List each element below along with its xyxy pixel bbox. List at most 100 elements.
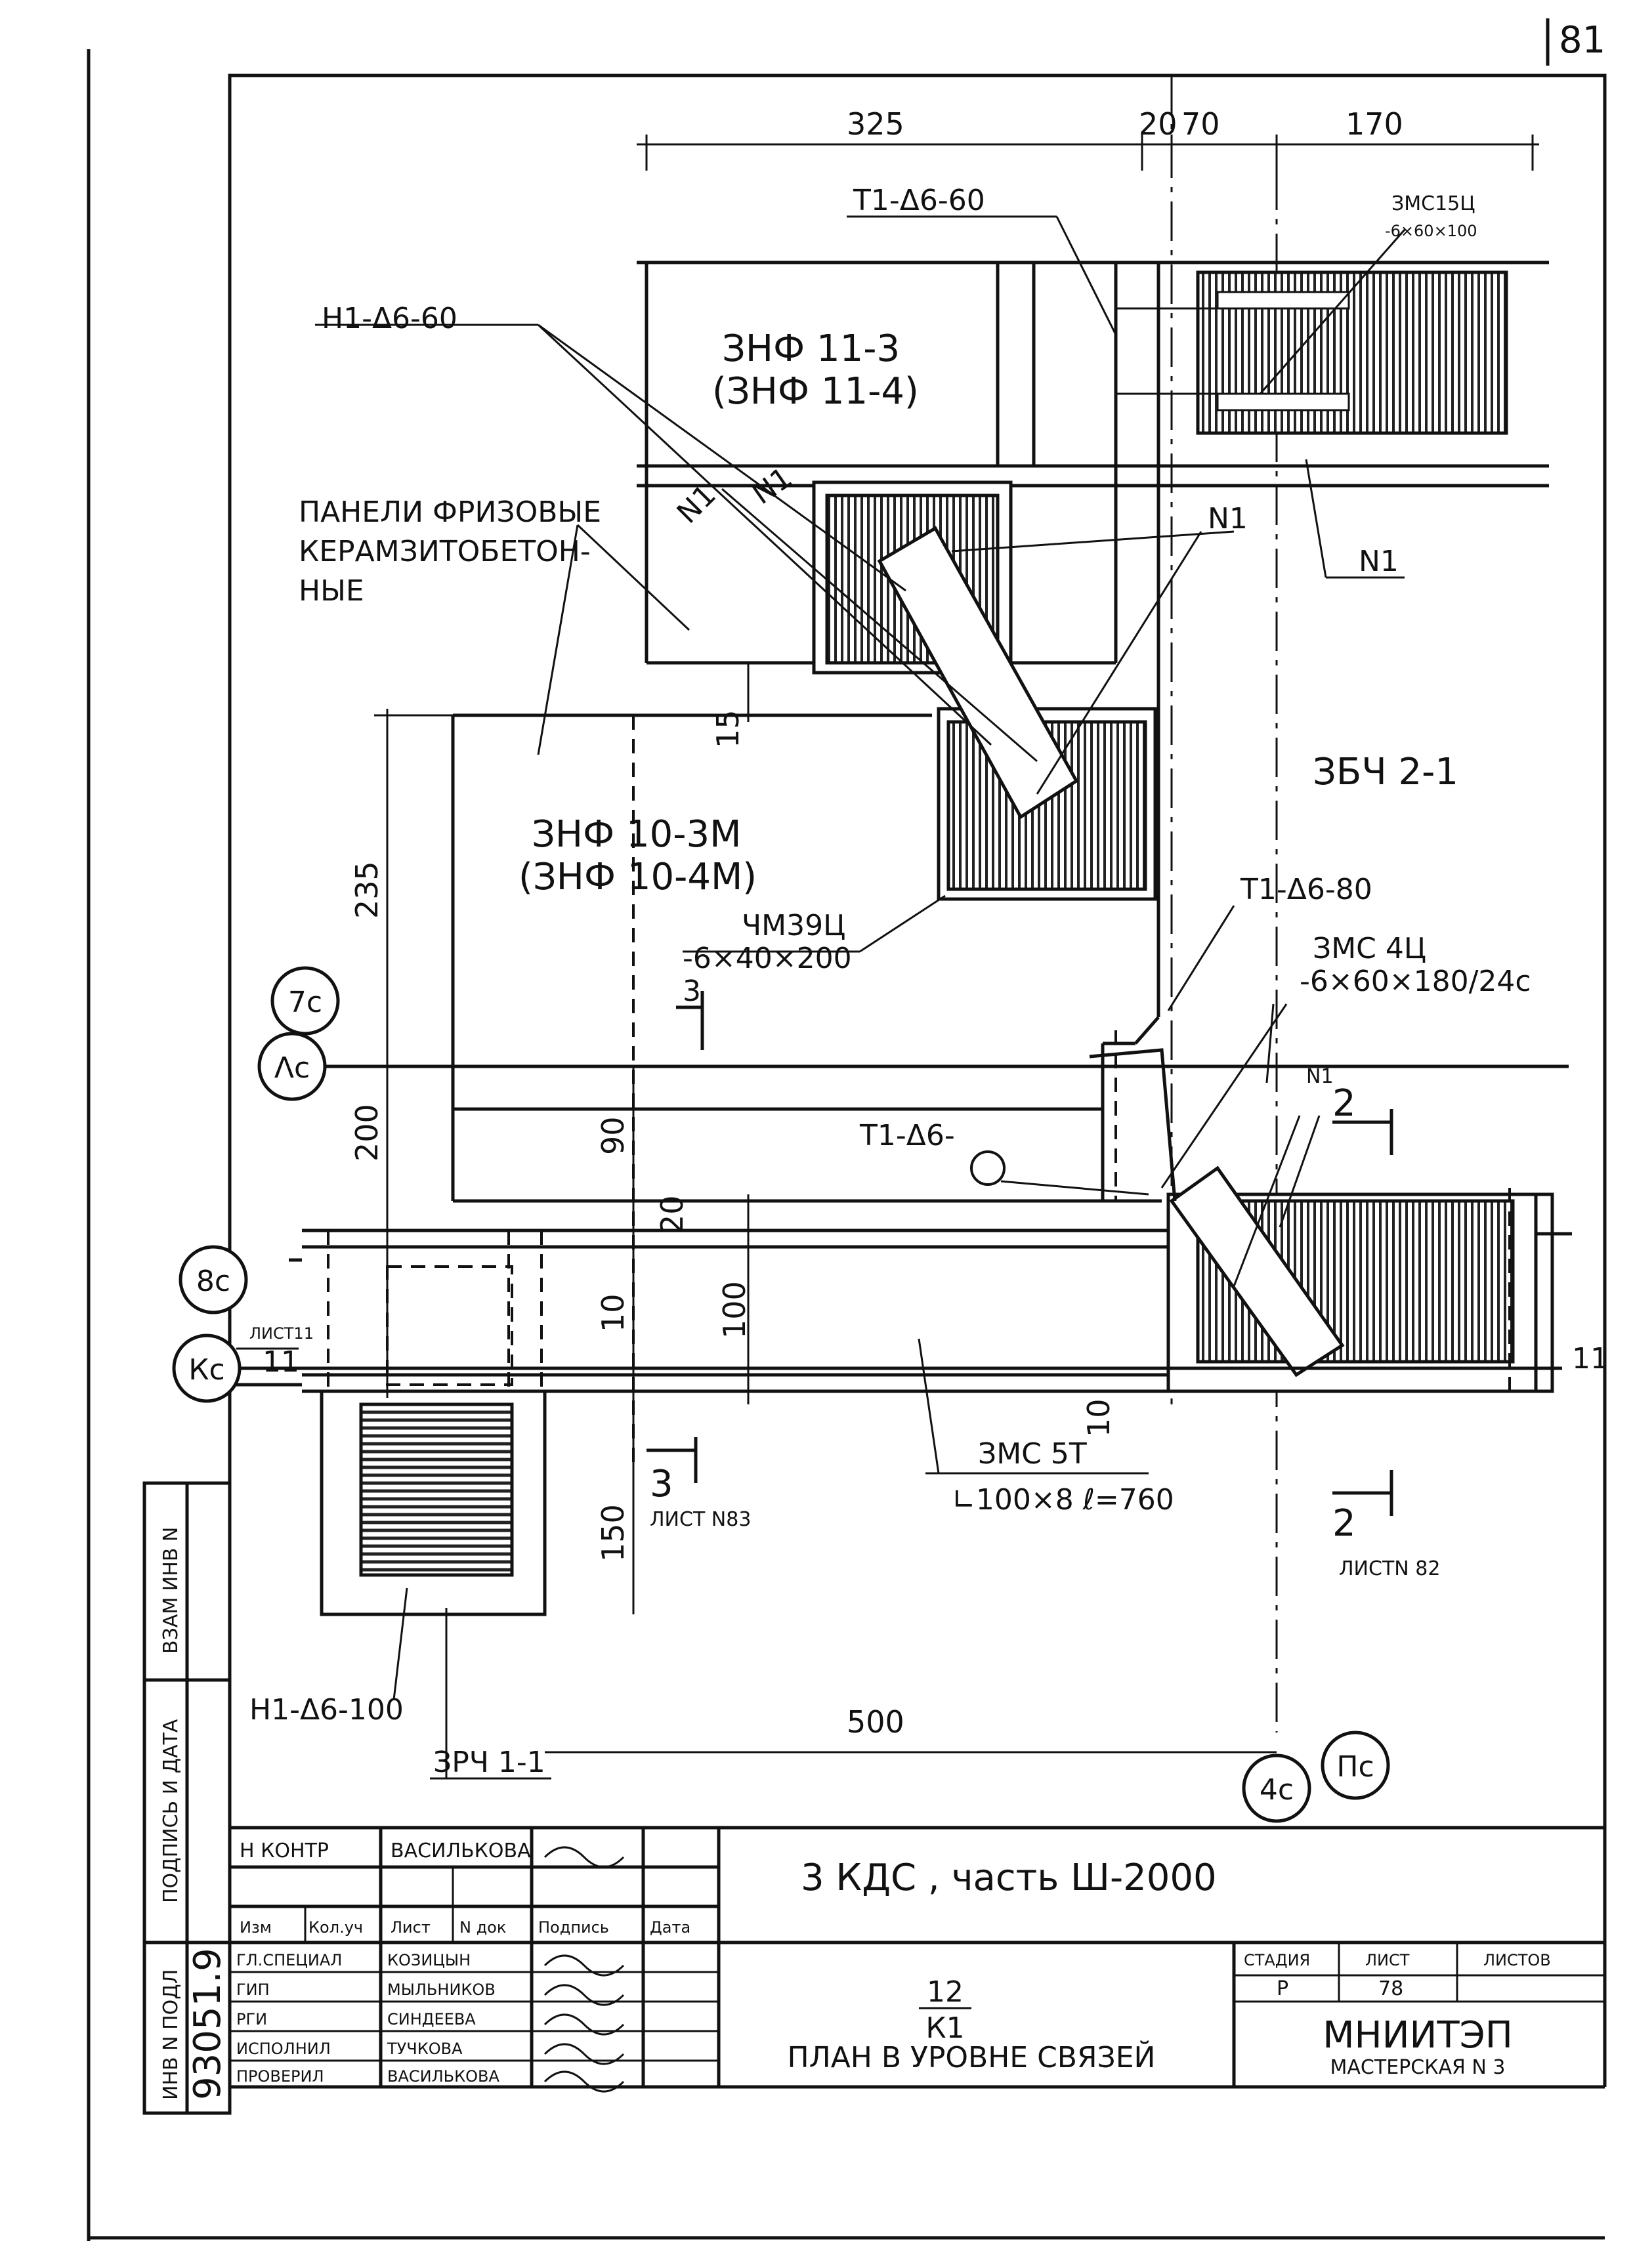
bottom-dimension: 500	[545, 1704, 1277, 1754]
tb-role-5: ПРОВЕРИЛ	[236, 2067, 324, 2086]
axis-lines	[236, 1064, 1569, 1387]
axis-bubble-kc: Кс	[172, 1334, 242, 1403]
label-n1-e: N1	[1306, 1065, 1334, 1088]
dim-200: 200	[349, 1104, 385, 1162]
label-n1-d6-100: Н1-Δ6-100	[249, 1693, 404, 1727]
top-dimension: 325 20 70 170	[637, 106, 1539, 171]
label-zrch: ЗРЧ 1-1	[433, 1746, 545, 1779]
axis-bubble-lc: Λс	[257, 1032, 327, 1101]
label-sheet-83: ЛИСТ N83	[650, 1508, 751, 1531]
tb-name-4: ТУЧКОВА	[387, 2040, 463, 2058]
signature-mark	[543, 1954, 625, 1977]
dim-170: 170	[1346, 106, 1403, 142]
axis-bubble-7c: 7с	[270, 966, 340, 1036]
label-panels-line2: КЕРАМЗИТОБЕТОН-	[299, 535, 591, 568]
lower-beam	[302, 1048, 1572, 1616]
label-znf11-4: (ЗНФ 11-4)	[712, 370, 919, 413]
label-n1-c: N1	[1208, 502, 1248, 536]
tb-workshop: МАСТЕРСКАЯ N 3	[1330, 2056, 1506, 2079]
svg-text:Пс: Пс	[1336, 1750, 1374, 1784]
tb-role-4: ИСПОЛНИЛ	[236, 2040, 331, 2058]
section-2-right: 2	[1332, 1082, 1356, 1125]
tb-name-5: ВАСИЛЬКОВА	[387, 2067, 500, 2086]
tb-n-kontr-name: ВАСИЛЬКОВА	[391, 1839, 531, 1862]
label-znf10-3: ЗНФ 10-3М	[532, 813, 741, 856]
tb-drawing-title: ПЛАН В УРОВНЕ СВЯЗЕЙ	[788, 2040, 1156, 2074]
tb-sheet: 78	[1378, 1977, 1403, 2000]
stamp-podpis: ПОДПИСЬ И ДАТА	[159, 1719, 182, 1903]
label-znf11-3: ЗНФ 11-3	[722, 327, 900, 370]
label-n1-b: N1	[746, 461, 798, 511]
label-zmc15: ЗМС15Ц	[1391, 192, 1475, 215]
leader-lines	[315, 215, 1406, 1780]
middle-frieze-panel	[451, 713, 1162, 1470]
tb-hdr-podpis: Подпись	[538, 1918, 609, 1937]
left-dimension-chain: 235 200	[349, 709, 459, 1398]
tb-stage: Р	[1277, 1977, 1288, 2000]
dim-90: 90	[595, 1116, 631, 1155]
svg-text:Λс: Λс	[274, 1051, 310, 1085]
tb-drawing-no: 12	[927, 1975, 964, 2009]
label-zmc57: ЗМС 5Т	[978, 1437, 1087, 1471]
axis-bubble-4c: 4с	[1242, 1754, 1311, 1823]
label-mm39: ЧМ39Ц	[742, 909, 845, 942]
tb-role-3: РГИ	[236, 2010, 267, 2028]
signature-mark	[543, 1984, 625, 2006]
tb-hdr-data: Дата	[650, 1918, 690, 1937]
svg-text:7с: 7с	[288, 986, 322, 1019]
label-n1-d6-60: Н1-Δ6-60	[322, 302, 457, 335]
dim-10-b: 10	[1081, 1398, 1116, 1437]
tb-hdr-izm: Изм	[240, 1918, 272, 1937]
dim-235: 235	[349, 861, 385, 919]
tb-hdr-list: Лист	[391, 1918, 431, 1937]
label-zmc15-size: -6×60×100	[1385, 222, 1477, 240]
tb-sheets-h: ЛИСТОВ	[1483, 1951, 1551, 1969]
brace-plate	[877, 526, 1157, 901]
tb-role-1: ГЛ.СПЕЦИАЛ	[236, 1951, 342, 1969]
label-panels-line3: НЫЕ	[299, 574, 364, 608]
tb-sheet-h: ЛИСТ	[1365, 1951, 1410, 1969]
svg-text:8с: 8с	[196, 1265, 230, 1298]
label-zmc57-size: ∟100×8 ℓ=760	[952, 1483, 1174, 1517]
label-t1-d6: Т1-Δ6-	[859, 1119, 955, 1152]
stamp-vzam: ВЗАМ ИНВ N	[159, 1527, 182, 1654]
label-zmc4: ЗМС 4Ц	[1313, 932, 1426, 965]
section-3-bottom: 3	[650, 1463, 673, 1505]
label-zbch: ЗБЧ 2-1	[1313, 751, 1458, 793]
tb-hdr-ndok: N док	[459, 1918, 506, 1937]
tb-role-2: ГИП	[236, 1981, 270, 1999]
dim-20-v: 20	[654, 1195, 690, 1234]
label-panels-line1: ПАНЕЛИ ФРИЗОВЫЕ	[299, 495, 601, 529]
label-mm39-size: -6×40×200	[683, 942, 852, 975]
axis-bubble-8c: 8с	[179, 1245, 248, 1314]
label-sheet-82: ЛИСТN 82	[1339, 1557, 1440, 1580]
signature-mark	[543, 1846, 625, 1868]
label-znf10-4: (ЗНФ 10-4М)	[519, 856, 757, 898]
dim-70: 70	[1181, 106, 1220, 142]
dim-15: 15	[710, 709, 746, 748]
signature-mark	[543, 2013, 625, 2036]
side-stamp: ВЗАМ ИНВ N ПОДПИСЬ И ДАТА ИНВ N ПОДЛ 930…	[142, 1481, 232, 2115]
svg-text:4с: 4с	[1260, 1773, 1294, 1807]
label-t1-d6-60: Т1-Δ6-60	[853, 184, 985, 217]
dim-150: 150	[595, 1504, 631, 1562]
tb-name-1: КОЗИЦЫН	[387, 1951, 471, 1969]
tb-stage-h: СТАДИЯ	[1244, 1951, 1310, 1969]
section-3-top: 3	[683, 975, 701, 1008]
label-list11: ЛИСТ11	[249, 1324, 314, 1343]
tb-name-3: СИНДЕЕВА	[387, 2010, 476, 2028]
title-block: Н КОНТР ВАСИЛЬКОВА Изм Кол.уч Лист N док…	[230, 1826, 1607, 2093]
drawing-frame	[228, 74, 1607, 1828]
tb-hdr-kolvo: Кол.уч	[308, 1918, 363, 1937]
dim-325: 325	[847, 106, 904, 142]
stamp-inv: ИНВ N ПОДЛ	[159, 1969, 182, 2100]
label-11-right: 11	[1572, 1342, 1609, 1376]
svg-text:Кс: Кс	[188, 1353, 224, 1387]
tb-org: МНИИТЭП	[1323, 2014, 1513, 2057]
section-markers	[236, 991, 1393, 1516]
signature-mark	[543, 2043, 625, 2065]
page-number: 81	[1559, 19, 1605, 62]
mid-dimension-chain: 15 90 20 10 100 150 10	[595, 663, 1116, 1614]
dim-10: 10	[595, 1293, 631, 1332]
